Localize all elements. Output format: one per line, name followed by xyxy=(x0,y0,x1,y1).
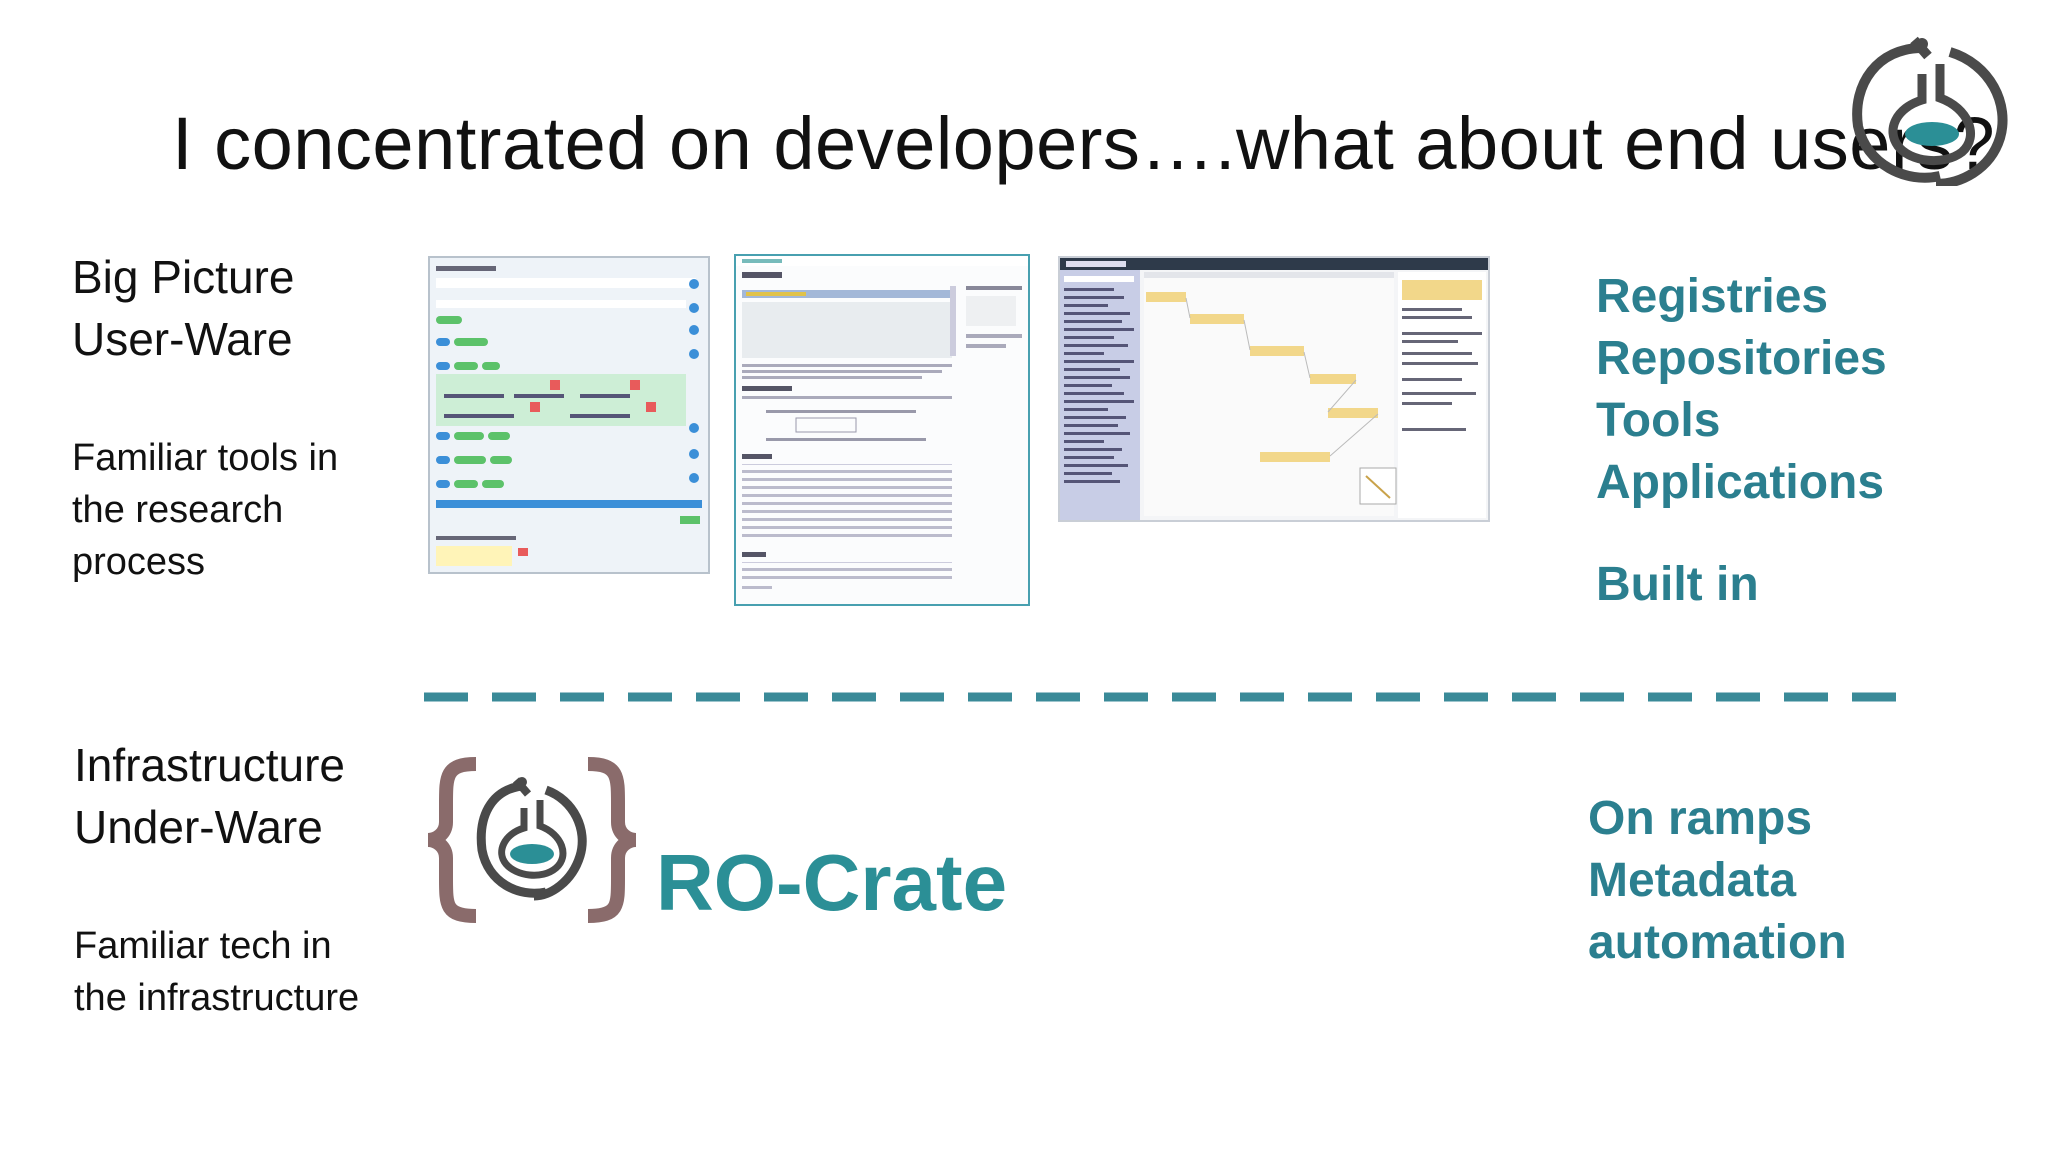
heading-line: Infrastructure xyxy=(74,739,345,791)
description-line: process xyxy=(72,541,206,583)
heading-line: User-Ware xyxy=(72,313,293,365)
user-ware-description: Familiar tools in the research process xyxy=(72,432,338,588)
feature-item: On ramps xyxy=(1588,792,1813,845)
repository-page-screenshot xyxy=(734,254,1030,606)
feature-item: Registries xyxy=(1596,270,1829,323)
description-line: Familiar tech in xyxy=(74,925,332,967)
heading-line: Under-Ware xyxy=(74,801,323,853)
feature-item: Tools xyxy=(1596,394,1721,447)
slide-title: I concentrated on developers….what about… xyxy=(172,102,1996,185)
section-divider xyxy=(424,692,1900,702)
feature-item: Applications xyxy=(1596,456,1885,509)
description-line: the research xyxy=(72,489,284,531)
ro-crate-label: RO-Crate xyxy=(656,838,1008,927)
user-ware-heading: Big Picture User-Ware xyxy=(72,246,294,370)
feature-item: Built in xyxy=(1596,558,1759,611)
feature-item: Metadata xyxy=(1588,854,1797,907)
ro-crate-flask-logo-icon xyxy=(1852,36,2008,186)
heading-line: Big Picture xyxy=(72,251,295,303)
user-ware-features-list: Registries Repositories Tools Applicatio… xyxy=(1596,266,1887,616)
workflow-editor-screenshot xyxy=(1058,256,1490,522)
feature-spacer xyxy=(1596,514,1887,554)
under-ware-description: Familiar tech in the infrastructure xyxy=(74,920,359,1024)
under-ware-heading: Infrastructure Under-Ware xyxy=(74,734,345,858)
metadata-form-screenshot xyxy=(428,256,710,574)
description-line: Familiar tools in xyxy=(72,437,339,479)
feature-item: Repositories xyxy=(1596,332,1887,385)
under-ware-features-list: On ramps Metadata automation xyxy=(1588,788,1847,974)
feature-item: automation xyxy=(1588,916,1847,969)
description-line: the infrastructure xyxy=(74,977,360,1019)
ro-crate-braces-logo-icon xyxy=(427,757,637,923)
